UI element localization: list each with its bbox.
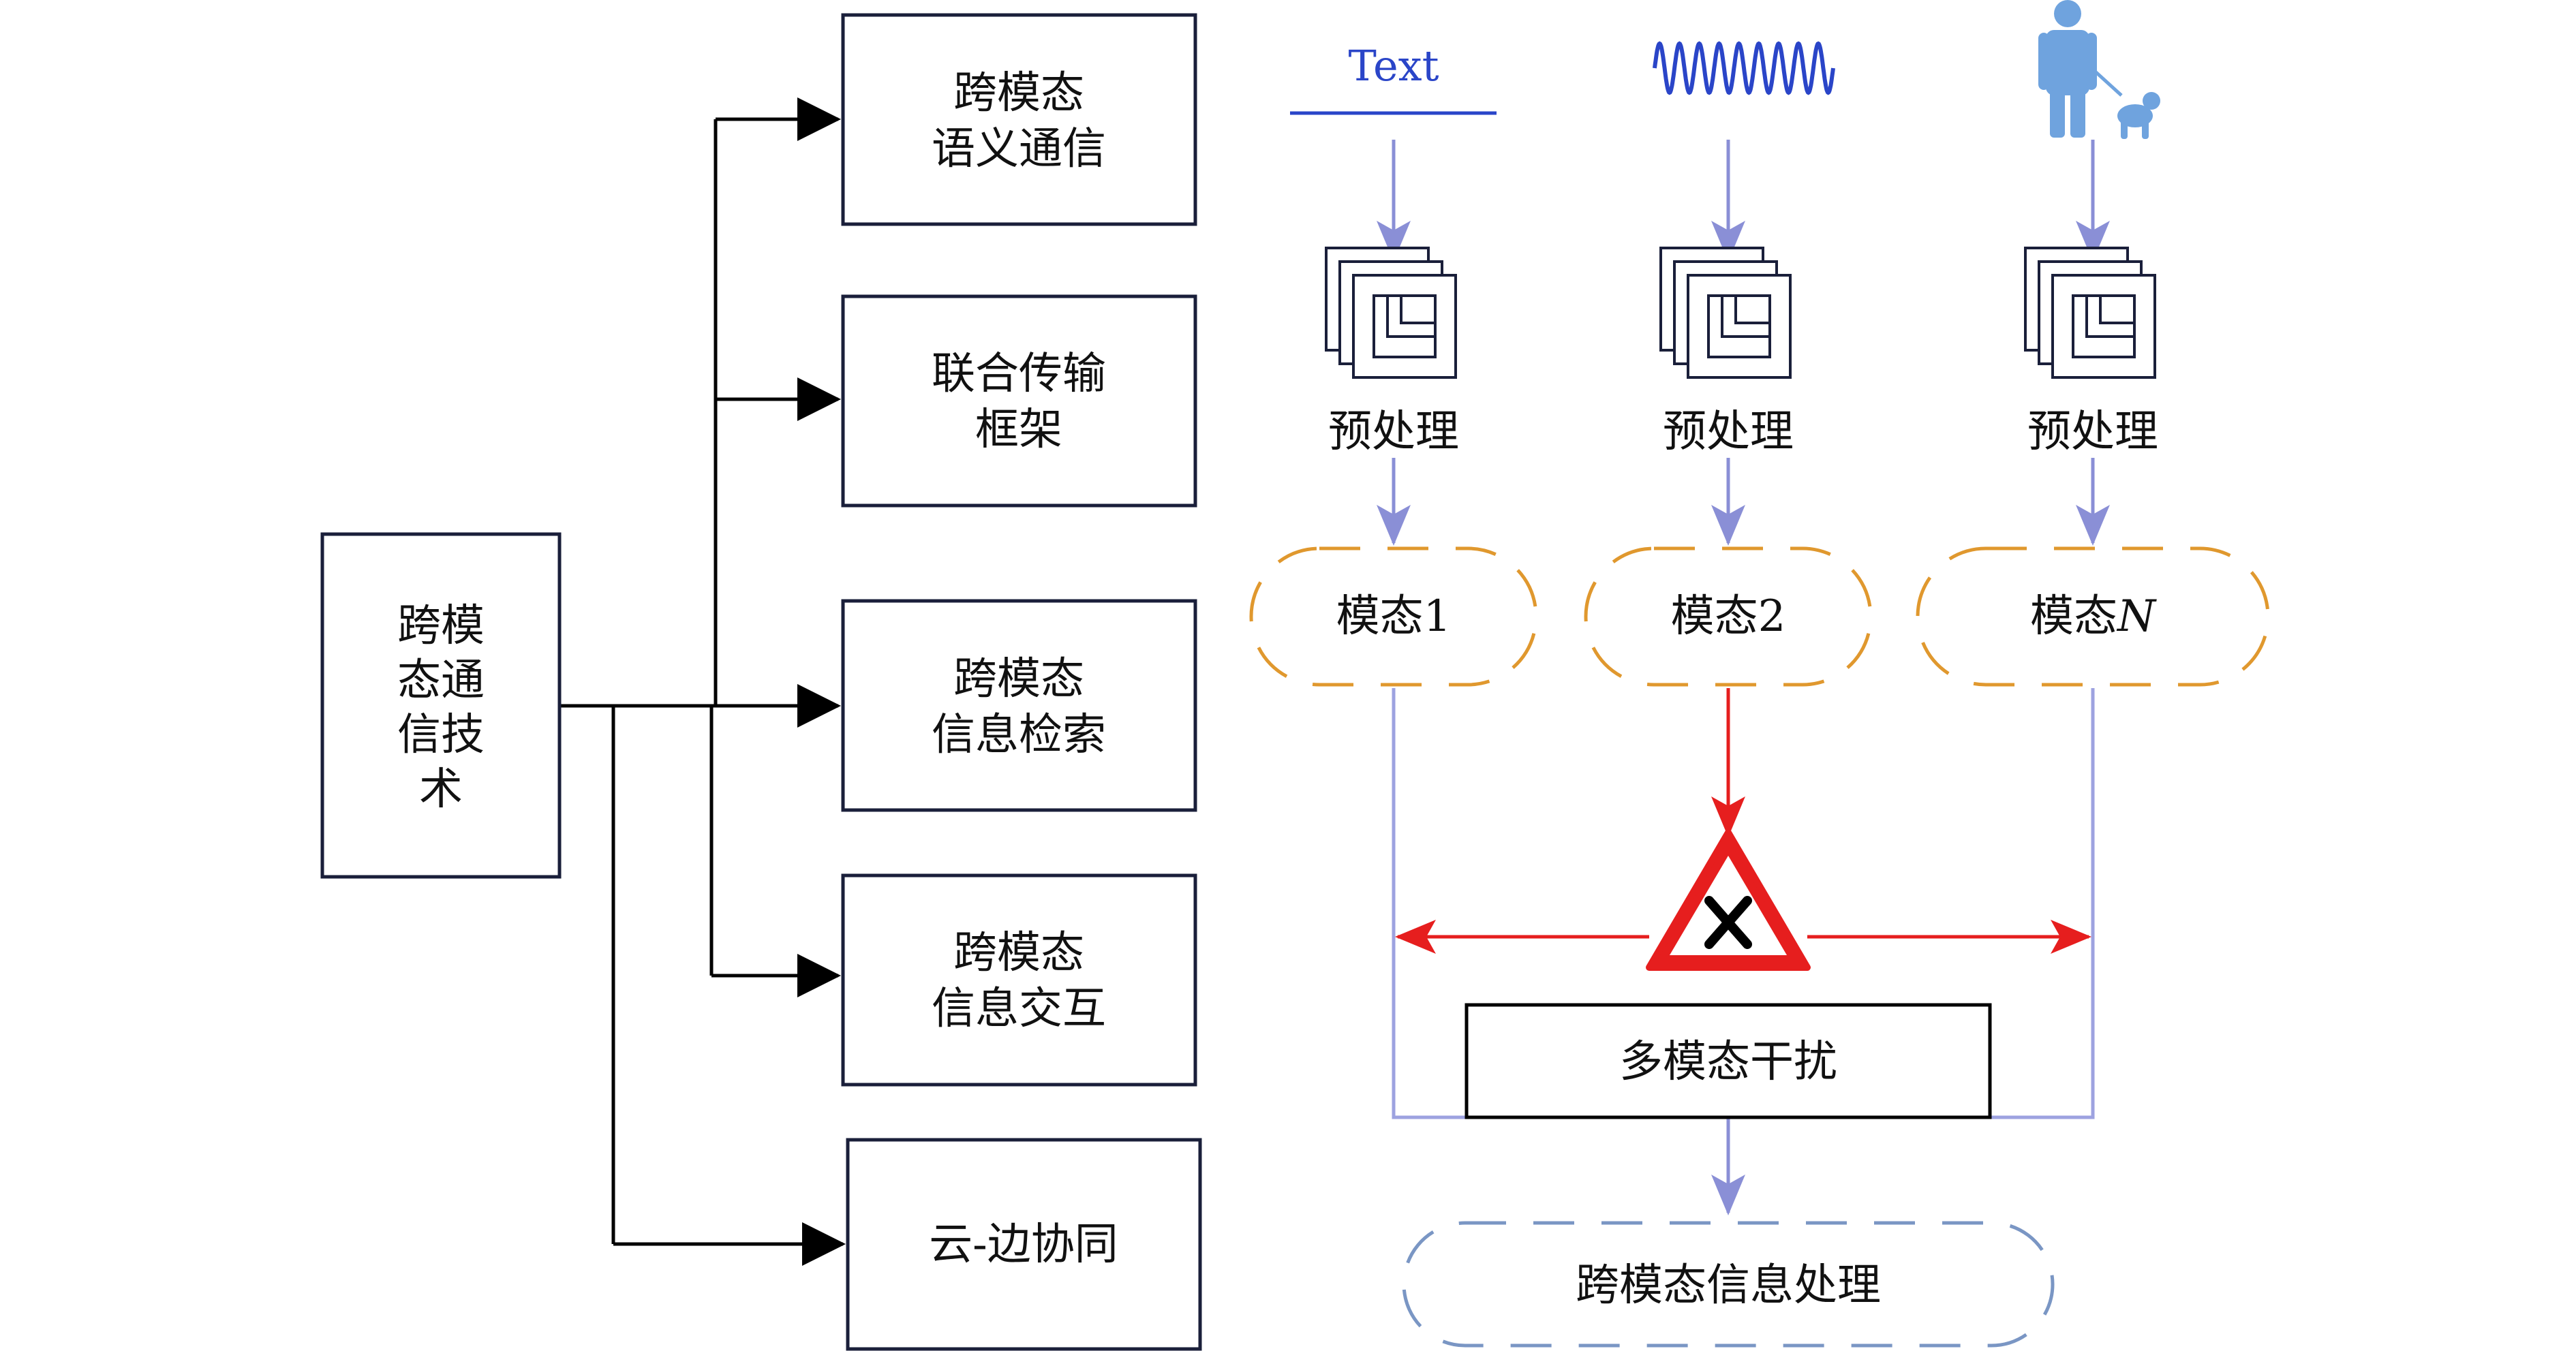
interference-arrows [1395,688,2091,954]
branch-2-line-1: 联合传输 [932,349,1106,399]
branch-joint-transmission: 联合传输 框架 [841,294,1197,508]
root-node-line-4: 术 [419,764,463,815]
interference-box: 多模态干扰 [1465,1003,1992,1119]
modality-label-1: 模态1 [1336,591,1452,642]
modality-label-2: 模态2 [1671,591,1786,642]
warning-cross-icon [1646,829,1811,971]
branch-4-line-1: 跨模态 [953,928,1084,978]
branch-2-line-2: 框架 [975,405,1062,455]
tree-connectors [559,119,718,1244]
modality-label-n: 模态N [2030,591,2157,642]
stacked-documents-icon-2 [1659,247,1792,379]
output-label: 跨模态信息处理 [1576,1260,1881,1311]
input-arrows [1377,140,2110,262]
branch-1-line-2: 语义通信 [932,124,1106,174]
text-input-icon: Text [1290,41,1497,115]
branch-5-line-1: 云-边协同 [929,1220,1118,1270]
root-node-line-3: 信技 [397,710,485,760]
branch-4-line-2: 信息交互 [932,984,1106,1034]
modality-label-n-italic: N [2116,591,2157,642]
preprocess-label-2: 预处理 [1663,407,1794,457]
stacked-documents-icon-3 [2024,247,2156,379]
preprocess-label-1: 预处理 [1328,407,1459,457]
modality-node-2: 模态2 [1584,546,1873,687]
branch-cloud-edge-collaboration: 云-边协同 [846,1138,1202,1351]
stacked-documents-icon-1 [1325,247,1457,379]
branch-3-line-1: 跨模态 [953,654,1084,704]
branch-information-interaction: 跨模态 信息交互 [841,873,1197,1087]
modality-node-n: 模态N [1916,546,2270,687]
root-node-line-2: 态通 [397,655,485,706]
root-node-line-1: 跨模 [397,601,485,651]
branch-3-line-2: 信息检索 [932,710,1106,760]
branch-semantic-communication: 跨模态 语义通信 [841,13,1197,226]
preprocess-label-3: 预处理 [2027,407,2158,457]
root-node: 跨模 态通 信技 术 [320,532,562,879]
output-node: 跨模态信息处理 [1402,1221,2055,1348]
text-input-label: Text [1348,41,1439,91]
branch-information-retrieval: 跨模态 信息检索 [841,599,1197,812]
sine-wave-icon [1653,41,1835,95]
branch-1-line-1: 跨模态 [953,68,1084,119]
modality-label-n-prefix: 模态 [2030,591,2117,642]
interference-label: 多模态干扰 [1619,1037,1837,1087]
preprocess-arrows [1377,458,2110,546]
tree-arrows [613,97,846,1266]
modality-node-1: 模态1 [1249,546,1538,687]
person-with-dog-icon [2038,0,2160,139]
